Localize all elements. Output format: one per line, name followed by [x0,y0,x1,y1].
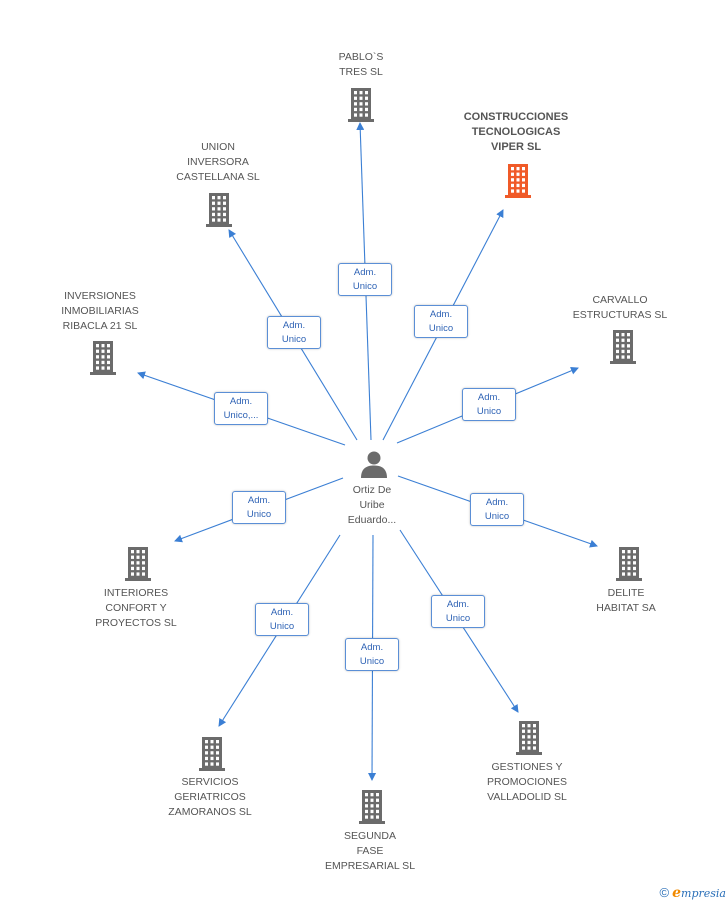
role-badge-pablos[interactable]: Adm. Unico [338,263,392,296]
company-label-ribacla[interactable]: INVERSIONES INMOBILIARIAS RIBACLA 21 SL [61,290,139,332]
company-label-pablos[interactable]: PABLO`S TRES SL [338,51,384,78]
building-icon[interactable] [502,162,534,198]
brand-name: mpresia [681,887,726,900]
company-label-servicios[interactable]: SERVICIOS GERIATRICOS ZAMORANOS SL [168,776,252,818]
role-badge-carvallo[interactable]: Adm. Unico [462,388,516,421]
role-badge-gestiones[interactable]: Adm. Unico [431,595,485,628]
building-icon[interactable] [345,86,377,122]
building-icon[interactable] [122,545,154,581]
building-icon[interactable] [203,191,235,227]
building-icon[interactable] [87,339,119,375]
building-icon[interactable] [607,328,639,364]
copyright-symbol: © [659,885,670,900]
person-icon[interactable] [359,449,389,479]
role-badge-delite[interactable]: Adm. Unico [470,493,524,526]
brand-initial: e [672,885,682,901]
company-label-interiores[interactable]: INTERIORES CONFORT Y PROYECTOS SL [95,587,177,629]
building-icon[interactable] [513,719,545,755]
role-badge-viper[interactable]: Adm. Unico [414,305,468,338]
company-label-segunda[interactable]: SEGUNDA FASE EMPRESARIAL SL [324,830,416,872]
footer-copyright: ©empresia [660,885,726,901]
building-icon[interactable] [613,545,645,581]
role-badge-union[interactable]: Adm. Unico [267,316,321,349]
company-label-union[interactable]: UNION INVERSORA CASTELLANA SL [176,141,260,183]
company-label-viper[interactable]: CONSTRUCCIONES TECNOLOGICAS VIPER SL [463,111,569,153]
role-badge-segunda[interactable]: Adm. Unico [345,638,399,671]
company-label-delite[interactable]: DELITE HABITAT SA [596,587,656,614]
role-badge-servicios[interactable]: Adm. Unico [255,603,309,636]
building-icon[interactable] [196,735,228,771]
company-label-gestiones[interactable]: GESTIONES Y PROMOCIONES VALLADOLID SL [487,761,567,803]
company-label-carvallo[interactable]: CARVALLO ESTRUCTURAS SL [572,294,668,321]
building-icon[interactable] [356,788,388,824]
role-badge-ribacla[interactable]: Adm. Unico,... [214,392,268,425]
role-badge-interiores[interactable]: Adm. Unico [232,491,286,524]
person-name[interactable]: Ortiz De Uribe Eduardo... [347,484,397,526]
